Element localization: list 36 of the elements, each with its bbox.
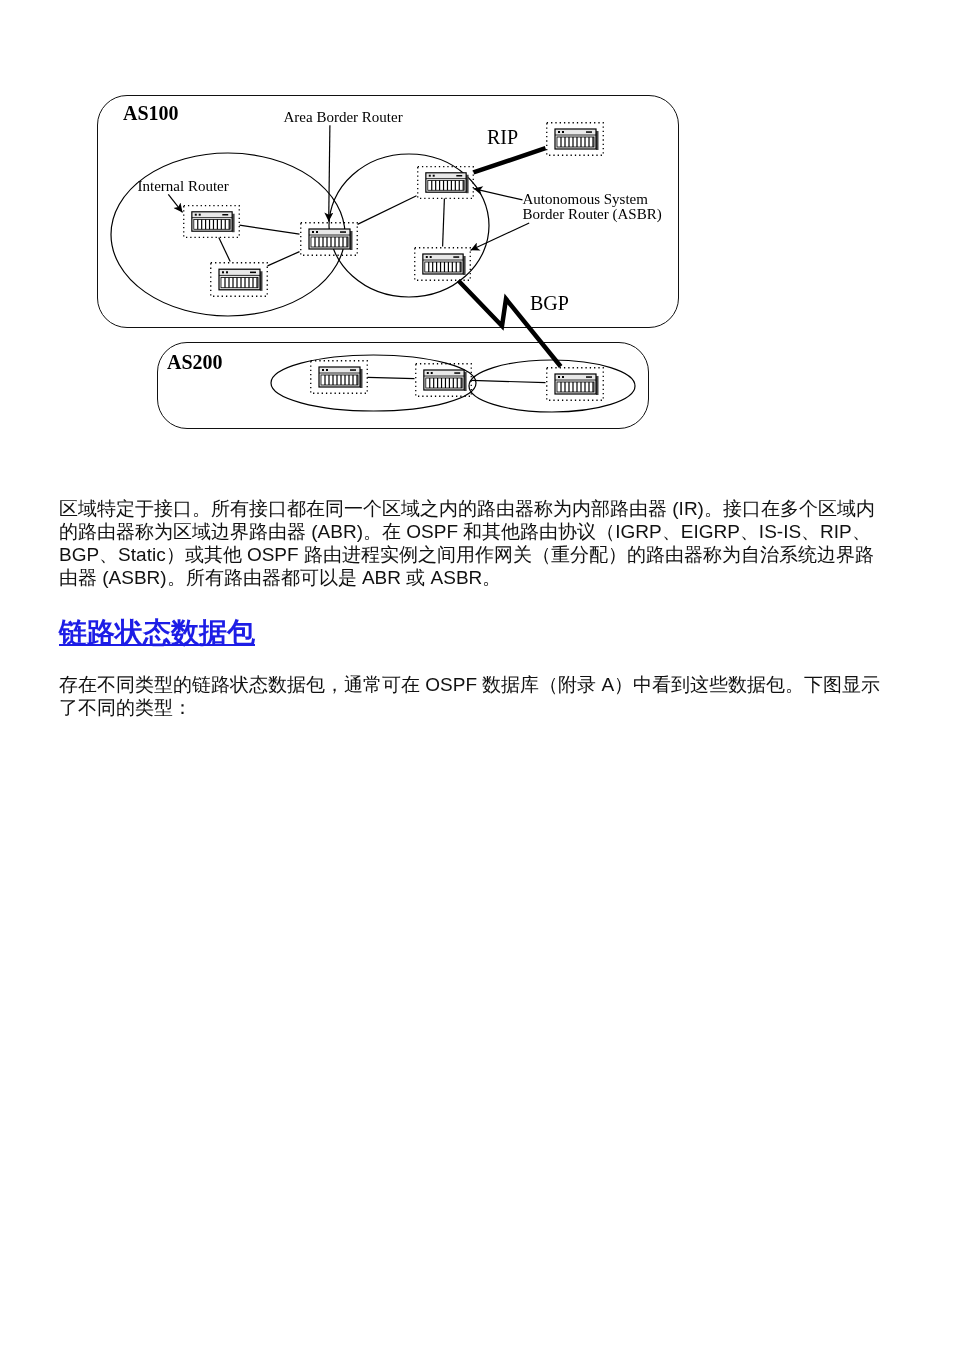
router-icon — [545, 366, 604, 401]
paragraph-text: 区域特定于接口。所有接口都在同一个区域之内的路由器称为内部路由器 (IR)。接口在多个区域内的路由器称为区域边界路由器 (ABR)。在 OSPF 和其他路由协议（IGRP、EIGRP、IS-IS、RIP、BGP、Static）或其他 OSPF 路由进程实例之间用作网关（重分配）的路由器称为自治系统边界路由器 (ASBR)。所有路由器都可以是 ABR 或 ASBR。 — [59, 497, 876, 589]
area-ellipse — [269, 353, 477, 412]
callout-label: Area Border Router — [283, 109, 403, 126]
leader-arrow — [472, 186, 524, 201]
router-icon — [309, 359, 368, 394]
section-heading: 链路状态数据包 — [59, 616, 255, 650]
edge-label: RIP — [487, 127, 519, 148]
link-line — [366, 376, 416, 380]
area-ellipse — [467, 358, 636, 413]
link-line — [356, 195, 418, 225]
router-icon — [416, 165, 474, 199]
thick-link-line — [472, 146, 547, 175]
link-line — [266, 251, 301, 267]
as-title: AS200 — [167, 352, 223, 373]
link-line — [218, 236, 231, 263]
router-icon — [299, 221, 358, 256]
router-icon — [545, 121, 604, 156]
router-icon — [413, 246, 471, 281]
as-boundary — [157, 342, 649, 429]
as-boundary — [97, 95, 679, 328]
leader-arrow — [167, 193, 184, 213]
link-line — [442, 197, 445, 248]
router-icon — [414, 362, 472, 397]
as-title: AS100 — [123, 103, 179, 124]
paragraph-text: 存在不同类型的链路状态数据包，通常可在 OSPF 数据库（附录 A）中看到这些数据包。下图显示了不同的类型： — [59, 673, 882, 719]
leader-arrow — [469, 222, 530, 251]
thick-link-line — [456, 278, 563, 368]
callout-label: Internal Router — [137, 178, 229, 195]
leader-arrow — [324, 124, 334, 223]
area-ellipse — [327, 152, 490, 298]
callout-label: Autonomous System Border Router (ASBR) — [522, 191, 681, 223]
router-icon — [182, 204, 240, 238]
link-line — [238, 224, 301, 235]
edge-label: BGP — [530, 293, 569, 314]
router-icon — [209, 261, 268, 297]
